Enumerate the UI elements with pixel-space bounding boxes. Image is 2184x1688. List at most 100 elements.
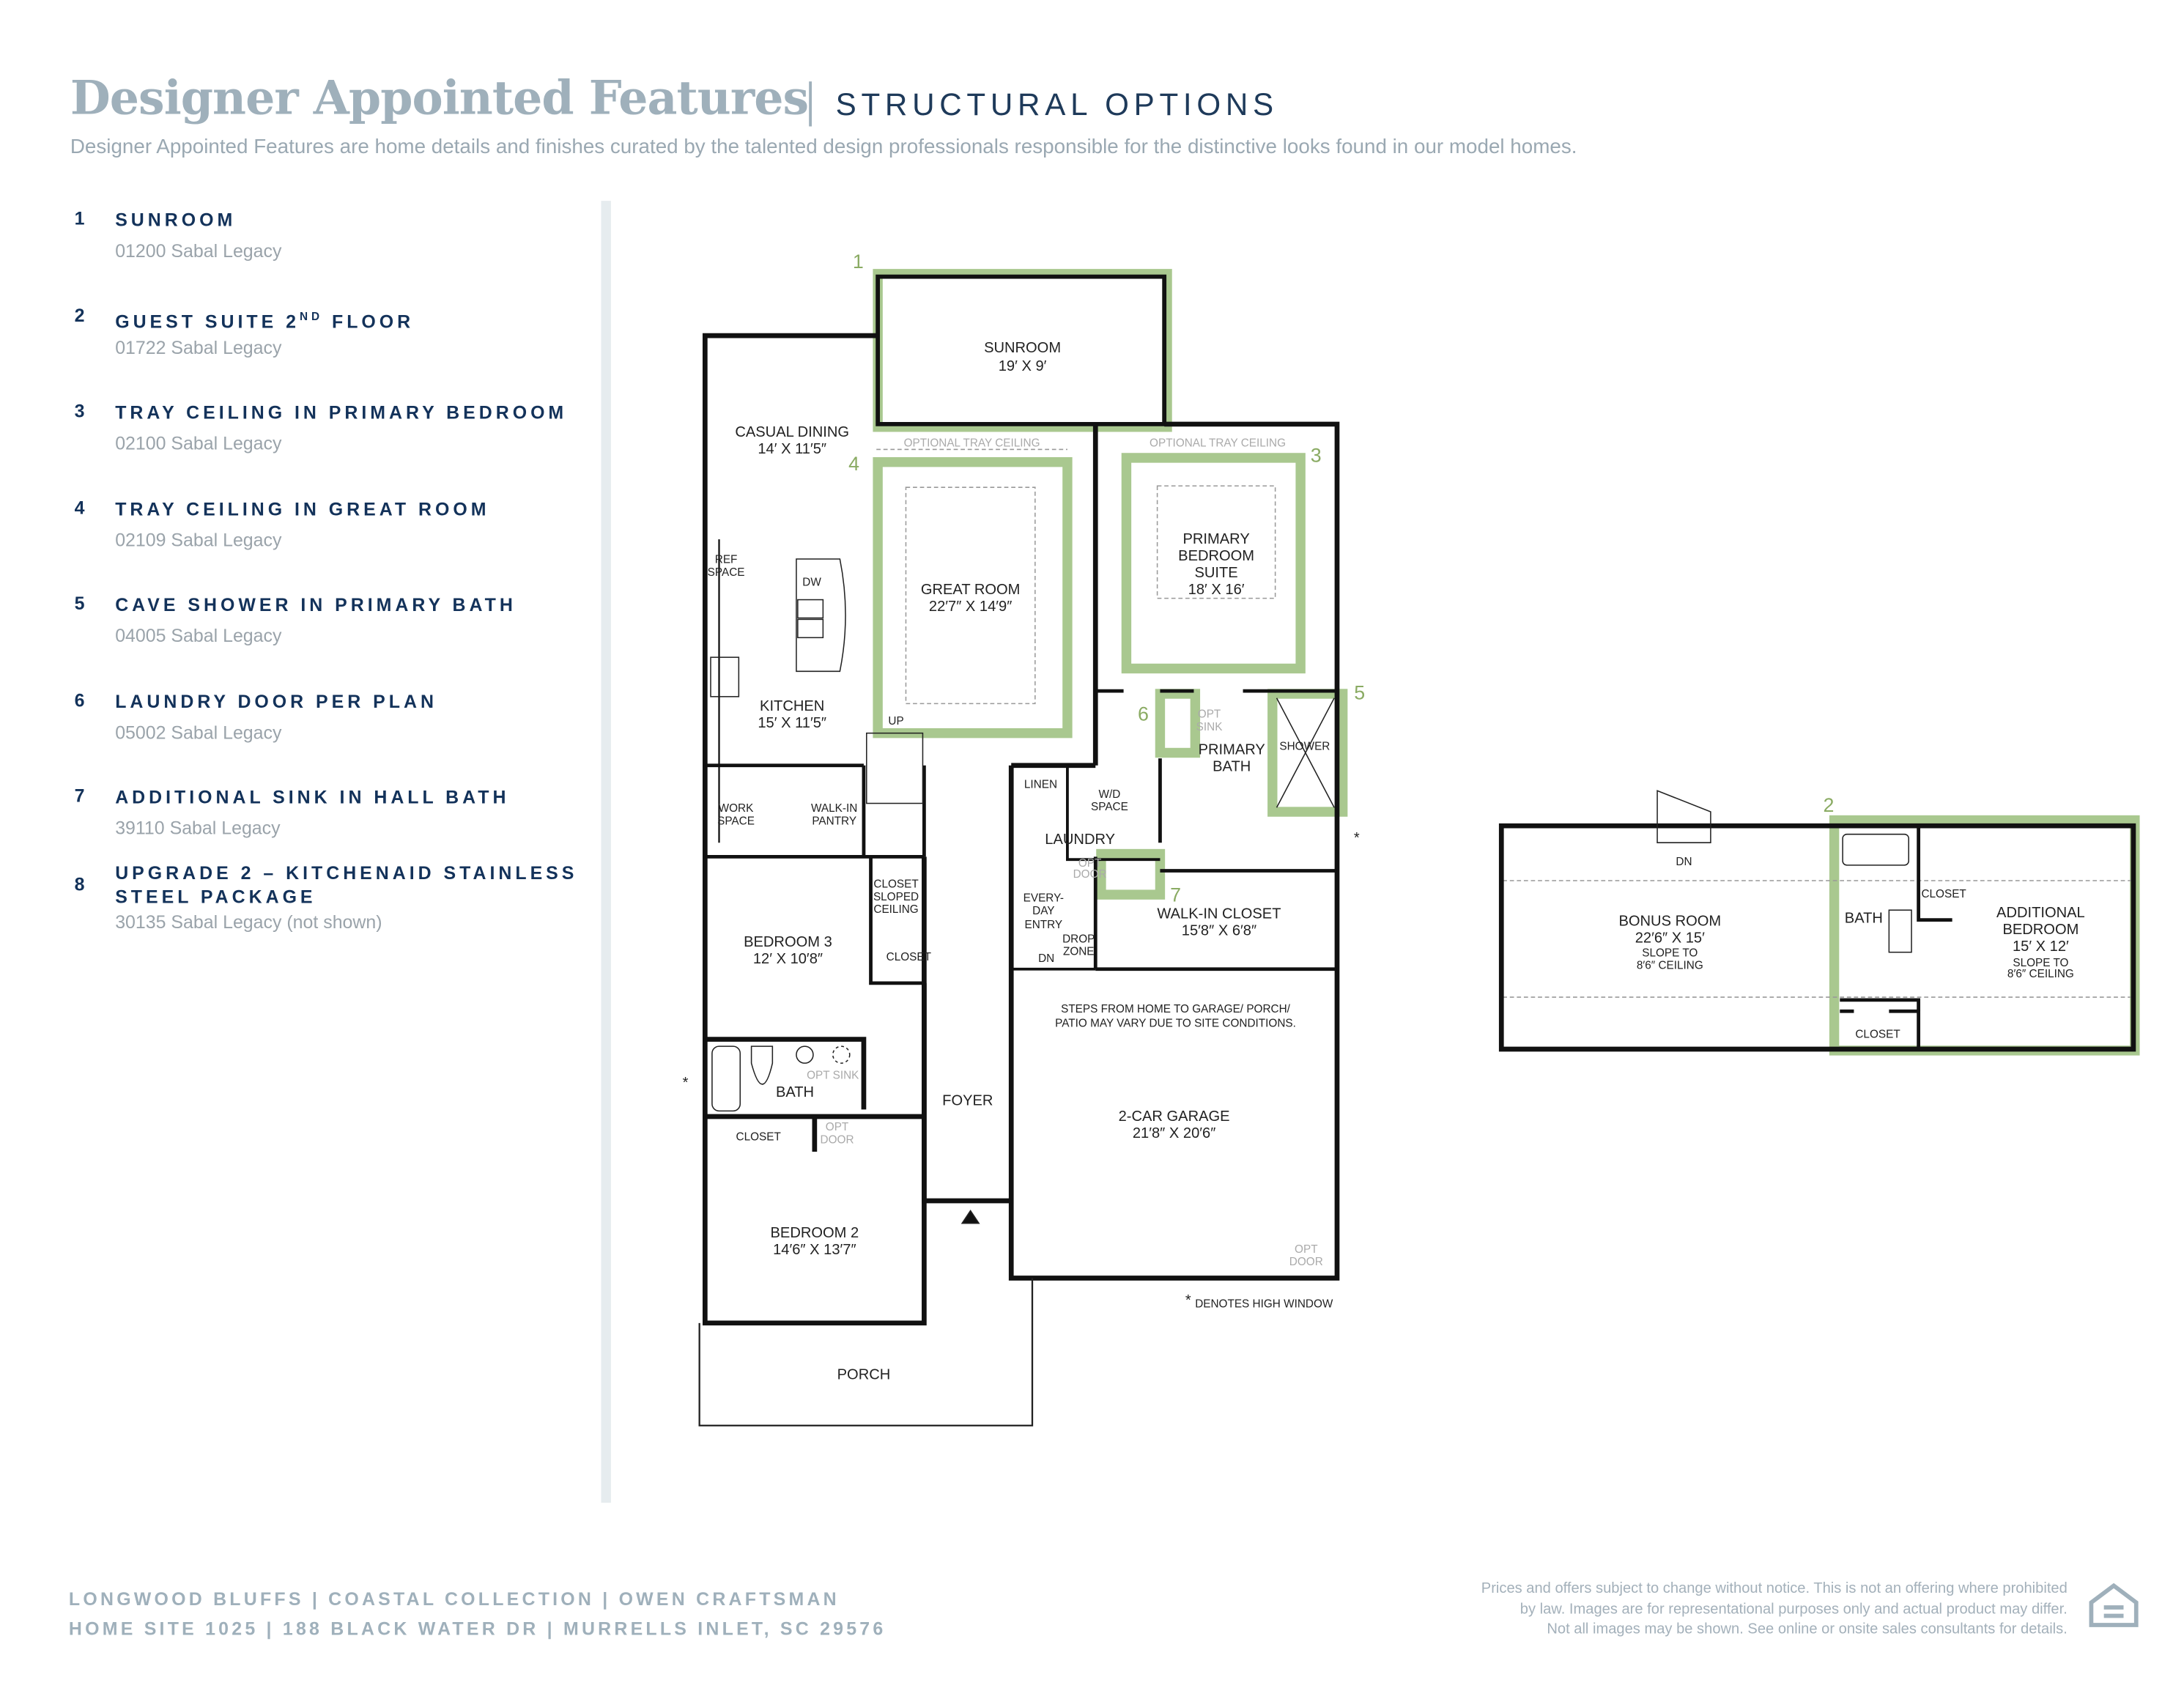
label-pantry: WALK-IN — [811, 802, 857, 815]
label-closet: CLOSET — [886, 951, 932, 963]
label-linen: LINEN — [1024, 778, 1057, 791]
highlight-guest-suite — [1829, 815, 2140, 1056]
label-casual-dining-size: 14′ X 11′5″ — [758, 441, 826, 457]
footer-address: HOME SITE 1025 | 188 BLACK WATER DR | MU… — [68, 1618, 886, 1640]
feature-title: UPGRADE 2 – KITCHENAID STAINLESS STEEL P… — [115, 862, 578, 908]
marker-3: 3 — [1311, 445, 1322, 467]
label-shower: SHOWER — [1279, 741, 1330, 753]
label-steps-note: PATIO MAY VARY DUE TO SITE CONDITIONS. — [1055, 1017, 1296, 1029]
high-window-star: * — [683, 1075, 689, 1091]
section-title: STRUCTURAL OPTIONS — [835, 86, 1278, 122]
label-kitchen-size: 15′ X 11′5″ — [758, 715, 826, 731]
label-bedroom3: BEDROOM 3 — [744, 934, 832, 950]
label-additional-bedroom-size: 15′ X 12′ — [2013, 939, 2069, 955]
label-work-space: SPACE — [717, 815, 755, 827]
option-markers: 1 2 3 4 5 6 7 — [848, 251, 1834, 906]
marker-7: 7 — [1170, 884, 1181, 906]
label-wd: SPACE — [1091, 801, 1128, 813]
equal-housing-icon — [2089, 1582, 2139, 1627]
label-drop-zone: DROP — [1062, 933, 1095, 945]
feature-title: ADDITIONAL SINK IN HALL BATH — [115, 786, 510, 808]
label-primary: SUITE — [1195, 565, 1238, 581]
highlight-primary-bedroom — [1121, 453, 1306, 674]
label-bedroom2: BEDROOM 2 — [771, 1225, 859, 1241]
label-bonus-slope: SLOPE TO — [1642, 947, 1698, 959]
feature-title-sup: ND — [299, 309, 324, 322]
label-laundry: LAUNDRY — [1045, 832, 1115, 848]
marker-4: 4 — [848, 453, 859, 475]
label-steps-note: STEPS FROM HOME TO GARAGE/ PORCH/ — [1061, 1003, 1291, 1015]
feature-number: 8 — [74, 873, 85, 895]
label-primary-bath: PRIMARY — [1199, 741, 1265, 758]
label-entry: ENTRY — [1024, 919, 1062, 931]
label-garage: 2-CAR GARAGE — [1119, 1108, 1230, 1125]
walls — [702, 274, 2136, 1326]
label-upper-closet2: CLOSET — [1855, 1029, 1900, 1041]
description: Designer Appointed Features are home det… — [70, 136, 1577, 159]
disclaimer: Prices and offers subject to change with… — [1481, 1579, 2068, 1640]
divider-bar — [601, 201, 611, 1503]
title-divider — [809, 81, 812, 127]
disclaimer-line: Prices and offers subject to change with… — [1481, 1580, 2068, 1597]
label-additional-bedroom: ADDITIONAL — [1996, 905, 2085, 921]
label-high-window: DENOTES HIGH WINDOW — [1195, 1298, 1333, 1311]
disclaimer-line: by law. Images are for representational … — [1519, 1600, 2068, 1618]
feature-code: 39110 Sabal Legacy — [115, 817, 281, 839]
label-upper-dn: DN — [1676, 856, 1692, 868]
label-walkin-closet: WALK-IN CLOSET — [1157, 906, 1281, 922]
marker-2: 2 — [1823, 794, 1834, 816]
feature-title-end: FLOOR — [323, 310, 415, 332]
feature-code: 01722 Sabal Legacy — [115, 336, 282, 358]
label-pantry: PANTRY — [812, 815, 856, 827]
label-closet-sloped: CEILING — [873, 903, 918, 916]
label-tray-great: OPTIONAL TRAY CEILING — [904, 437, 1040, 450]
label-walkin-closet-size: 15′8″ X 6′8″ — [1182, 923, 1256, 939]
feature-title: SUNROOM — [115, 209, 237, 231]
label-dw: DW — [802, 576, 821, 588]
footer-community: LONGWOOD BLUFFS | COASTAL COLLECTION | O… — [68, 1588, 840, 1610]
marker-5: 5 — [1354, 682, 1365, 704]
feature-number: 1 — [74, 207, 85, 229]
feature-code: 01200 Sabal Legacy — [115, 240, 282, 262]
label-closet: CLOSET — [736, 1131, 782, 1144]
label-drop-zone: ZONE — [1063, 946, 1095, 958]
high-window-star: * — [1354, 830, 1360, 846]
room-labels: SUNROOM 19′ X 9′ CASUAL DINING 14′ X 11′… — [683, 340, 2085, 1382]
feature-number: 2 — [74, 304, 85, 325]
label-primary-bath: BATH — [1213, 758, 1251, 774]
feature-title: TRAY CEILING IN GREAT ROOM — [115, 497, 490, 519]
label-tray-primary: OPTIONAL TRAY CEILING — [1150, 437, 1286, 450]
label-porch: PORCH — [837, 1366, 891, 1382]
label-opt-sink: OPT — [1198, 708, 1221, 721]
label-closet-sloped: SLOPED — [873, 891, 919, 903]
label-primary-size: 18′ X 16′ — [1188, 582, 1245, 598]
label-great-room-size: 22′7″ X 14′9″ — [929, 599, 1012, 615]
page-title: Designer Appointed Features — [70, 70, 809, 125]
feature-code: 02109 Sabal Legacy — [115, 528, 282, 550]
feature-number: 4 — [74, 496, 85, 518]
label-entry: DAY — [1032, 905, 1054, 917]
label-sunroom-size: 19′ X 9′ — [999, 358, 1047, 374]
fixtures — [698, 558, 1912, 1426]
label-wd: W/D — [1099, 788, 1121, 801]
label-opt-door: OPT — [1078, 857, 1102, 870]
label-garage-opt-door: OPT — [1295, 1243, 1318, 1256]
feature-number: 3 — [74, 400, 85, 422]
label-additional-slope: 8′6″ CEILING — [2007, 968, 2074, 980]
feature-title-text: GUEST SUITE 2 — [115, 310, 300, 332]
highlight-great-room — [873, 456, 1073, 738]
high-window-star: * — [1185, 1292, 1191, 1308]
label-upper-closet: CLOSET — [1921, 888, 1966, 900]
label-opt-door: DOOR — [1073, 868, 1107, 881]
feature-title: LAUNDRY DOOR PER PLAN — [115, 690, 437, 711]
label-bonus-slope: 8′6″ CEILING — [1637, 960, 1703, 972]
feature-code: 05002 Sabal Legacy — [115, 721, 282, 743]
label-dn: DN — [1038, 952, 1054, 965]
label-bedroom2-size: 14′6″ X 13′7″ — [773, 1242, 856, 1258]
feature-title: TRAY CEILING IN PRIMARY BEDROOM — [115, 401, 568, 423]
label-upper-bath: BATH — [1845, 910, 1883, 926]
label-ref: REF — [715, 554, 738, 566]
label-garage-opt-door: DOOR — [1289, 1256, 1323, 1268]
marker-1: 1 — [853, 251, 864, 273]
